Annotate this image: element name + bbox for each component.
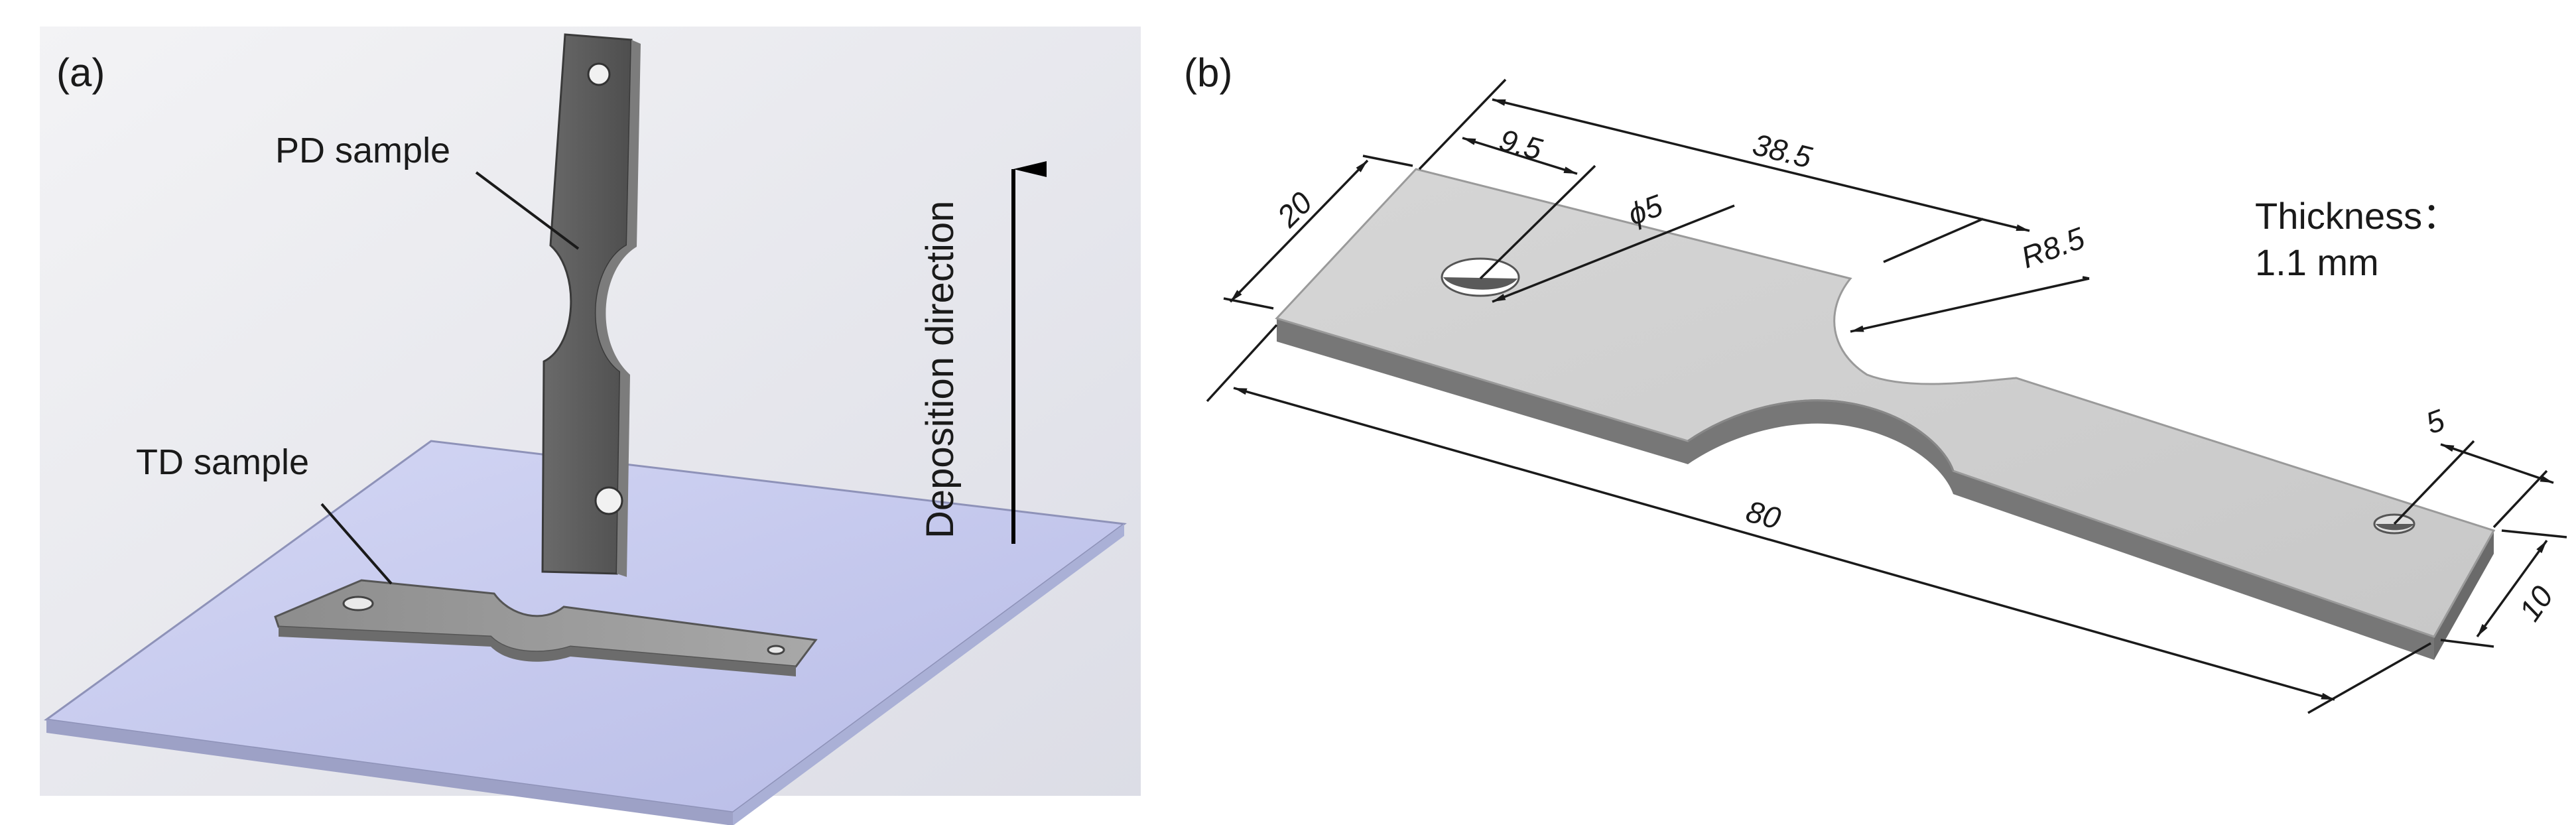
- thickness-value: 1.1 mm: [2255, 241, 2379, 283]
- pd-leader-line: [475, 171, 580, 250]
- svg-text:80: 80: [1742, 493, 1784, 536]
- panel-b: (b) 20 9.5: [1184, 50, 2567, 714]
- svg-text:38.5: 38.5: [1750, 127, 1816, 174]
- svg-text:20: 20: [1270, 185, 1319, 234]
- td-leader-line: [320, 503, 393, 585]
- dim-radius: R8.5: [1850, 220, 2090, 333]
- svg-text:R8.5: R8.5: [2017, 220, 2089, 275]
- td-sample: [274, 579, 818, 676]
- panel-b-tag: (b): [1184, 50, 1232, 95]
- dim-length-80: 80: [1206, 324, 2431, 714]
- deposition-direction-label: Deposition direction: [919, 201, 962, 539]
- td-sample-label: TD sample: [136, 442, 309, 482]
- panel-a: (a) PD sample TD sample Deposition direc…: [40, 27, 1141, 825]
- pd-hole-top: [587, 62, 611, 86]
- td-hole-small: [767, 645, 785, 655]
- pd-sample-label: PD sample: [275, 131, 450, 170]
- panel-a-tag: (a): [56, 50, 105, 95]
- svg-text:5: 5: [2421, 403, 2449, 441]
- svg-text:10: 10: [2512, 580, 2560, 627]
- thickness-label: Thickness：: [2255, 195, 2459, 237]
- pd-sample: [541, 33, 641, 577]
- pd-hole-bottom: [594, 486, 623, 515]
- svg-text:9.5: 9.5: [1496, 122, 1546, 166]
- td-hole-large: [342, 596, 374, 611]
